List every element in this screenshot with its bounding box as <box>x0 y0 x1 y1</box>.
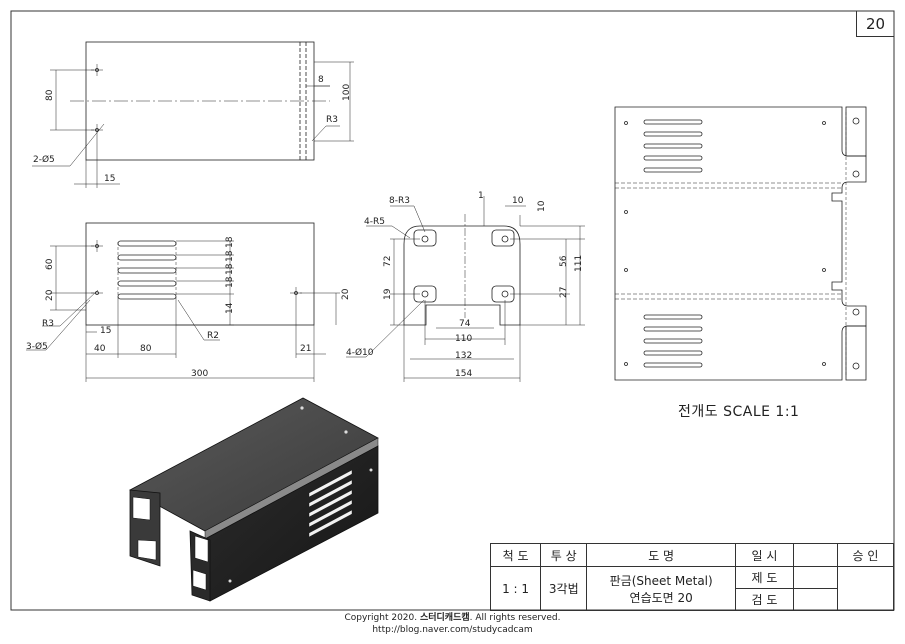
dim-74-side: 74 <box>459 319 471 329</box>
dim-10b-side: 10 <box>537 200 547 212</box>
dim-56-side: 56 <box>559 255 569 267</box>
dim-18b-front: 18 <box>225 250 235 262</box>
dim-80-top: 80 <box>45 89 55 101</box>
dim-r2-front: R2 <box>207 331 219 341</box>
dim-8-r3-side: 8-R3 <box>389 196 410 206</box>
drawn-label: 제 도 <box>734 566 794 589</box>
title-block: 척 도 투 상 도 명 일 시 승 인 1 : 1 3각법 판금(Sheet M… <box>489 543 895 611</box>
date-label: 일 시 <box>734 543 794 567</box>
dim-15-front: 15 <box>100 326 111 336</box>
dim-14-front: 14 <box>225 302 235 314</box>
flat-pattern-caption: 전개도 SCALE 1:1 <box>678 404 800 420</box>
dim-154-side: 154 <box>455 369 472 379</box>
dim-60-front: 60 <box>45 258 55 270</box>
dim-10a-side: 10 <box>512 196 524 206</box>
dim-132-side: 132 <box>455 351 472 361</box>
dim-40-front: 40 <box>94 344 106 354</box>
dim-72-side: 72 <box>383 256 393 267</box>
dim-100-top: 100 <box>342 84 352 101</box>
dim-r3-top: R3 <box>326 115 338 125</box>
scale-value: 1 : 1 <box>489 566 542 611</box>
dim-19-side: 19 <box>383 288 393 300</box>
checked-label: 검 도 <box>734 588 794 611</box>
projection-label: 투 상 <box>540 543 588 567</box>
dim-20-left-front: 20 <box>45 289 55 301</box>
top-view <box>32 41 354 188</box>
front-view <box>26 222 340 382</box>
dim-21-front: 21 <box>300 344 311 354</box>
flat-pattern <box>614 106 867 381</box>
brand-name: 스터디캐드캠 <box>419 613 470 623</box>
drawing-name: 판금(Sheet Metal) 연습도면 20 <box>586 566 736 611</box>
side-view <box>346 196 585 382</box>
drawing-name-line-1: 판금(Sheet Metal) <box>609 573 713 588</box>
dim-8-top: 8 <box>318 75 324 85</box>
dim-80-front: 80 <box>140 344 152 354</box>
footer: Copyright 2020. 스터디캐드캠. All rights reser… <box>0 612 905 636</box>
sheet-border <box>10 10 895 611</box>
dim-27-side: 27 <box>559 287 569 298</box>
name-label: 도 명 <box>586 543 736 567</box>
copyright-line: Copyright 2020. 스터디캐드캠. All rights reser… <box>344 613 561 623</box>
projection-value: 3각법 <box>540 566 588 611</box>
dim-110-side: 110 <box>455 334 472 344</box>
approve-label: 승 인 <box>836 543 895 567</box>
scale-label: 척 도 <box>489 543 542 567</box>
dim-111-side: 111 <box>574 255 584 272</box>
dim-holes-top: 2-Ø5 <box>33 154 55 165</box>
dim-20-right-front: 20 <box>341 288 351 300</box>
dim-holes-front: 3-Ø5 <box>26 341 48 352</box>
dim-300-front: 300 <box>191 369 208 379</box>
drawing-name-line-2: 연습도면 20 <box>629 590 693 605</box>
isometric-model <box>129 397 379 602</box>
dim-18a-front: 18 <box>225 236 235 248</box>
dim-18d-front: 18 <box>225 276 235 288</box>
blog-url: http://blog.naver.com/studycadcam <box>372 625 533 635</box>
dim-r3-front: R3 <box>42 319 54 329</box>
dim-18c-front: 18 <box>225 263 235 275</box>
dim-holes-side: 4-Ø10 <box>346 347 374 358</box>
dim-1-side: 1 <box>478 191 484 201</box>
dim-4-r5-side: 4-R5 <box>364 217 385 227</box>
dim-15-top: 15 <box>104 174 115 184</box>
sheet-number: 20 <box>856 11 894 37</box>
